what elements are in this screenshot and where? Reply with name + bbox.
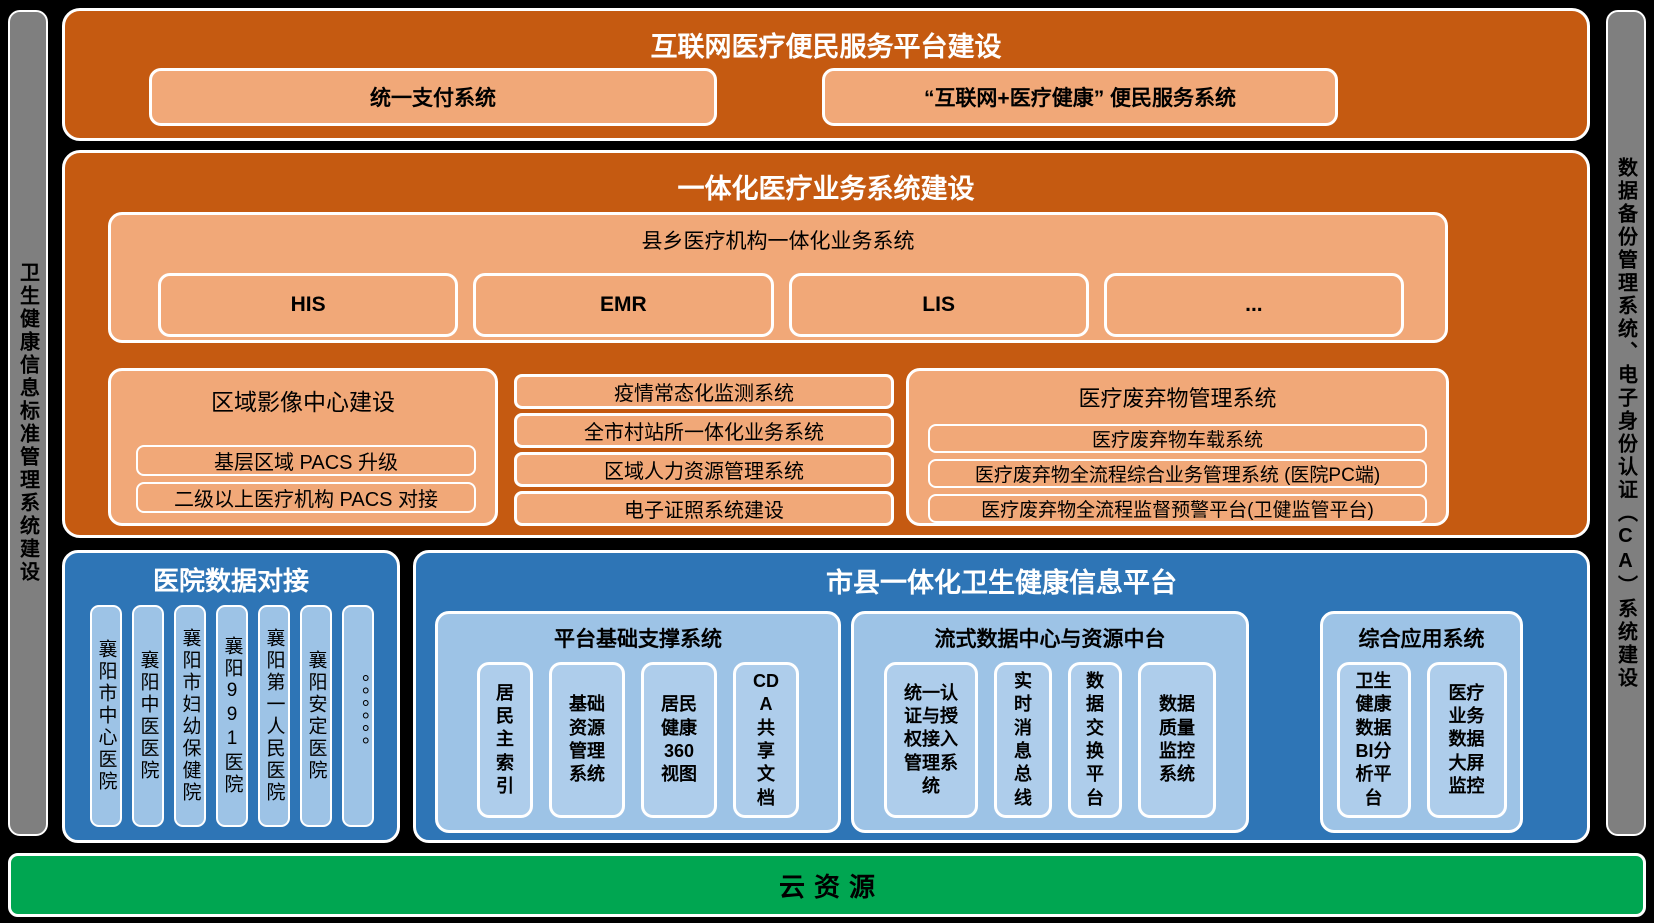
hospital-column-more: 。。。。。。 xyxy=(342,605,374,827)
hospital-columns: 襄阳市中心医院 襄阳中医医院 襄阳市妇幼保健院 襄阳991医院 襄阳第一人民医院… xyxy=(90,605,374,827)
internet-health-service-box: “互联网+医疗健康” 便民服务系统 xyxy=(822,68,1338,126)
city-county-platform-title: 市县一体化卫生健康信息平台 xyxy=(826,568,1177,598)
city-county-platform-section: 市县一体化卫生健康信息平台 平台基础支撑系统 居民主索引 基础资源管理系统 居民… xyxy=(413,550,1590,843)
epidemic-monitoring-box: 疫情常态化监测系统 xyxy=(514,374,894,409)
medical-waste-panel: 医疗废弃物管理系统 医疗废弃物车载系统 医疗废弃物全流程综合业务管理系统 (医院… xyxy=(906,368,1449,526)
big-screen-monitor-box: 医疗业务数据大屏监控 xyxy=(1426,662,1507,818)
right-backup-ca-bar: 数据备份管理系统、电子身份认证（CA）系统建设 xyxy=(1606,10,1646,836)
county-township-panel: 县乡医疗机构一体化业务系统 HIS EMR LIS ... xyxy=(108,212,1448,343)
hospital-column: 襄阳安定医院 xyxy=(300,605,332,827)
cloud-resource-bar: 云资源 xyxy=(8,853,1646,917)
county-systems-row: HIS EMR LIS ... xyxy=(158,273,1404,337)
left-standard-system-bar: 卫生健康信息标准管理系统建设 xyxy=(8,10,48,836)
emr-box: EMR xyxy=(473,273,774,337)
imaging-center-panel: 区域影像中心建设 基层区域 PACS 升级 二级以上医疗机构 PACS 对接 xyxy=(108,368,498,526)
master-patient-index-box: 居民主索引 xyxy=(477,662,533,818)
ellipsis-box: ... xyxy=(1103,273,1404,337)
pacs-upgrade-box: 基层区域 PACS 升级 xyxy=(136,445,476,476)
group-title: 流式数据中心与资源中台 xyxy=(934,628,1166,651)
hospital-column: 襄阳中医医院 xyxy=(132,605,164,827)
unified-auth-box: 统一认证与授权接入管理系统 xyxy=(884,662,978,818)
internet-platform-title: 互联网医疗便民服务平台建设 xyxy=(650,32,1002,62)
imaging-center-title: 区域影像中心建设 xyxy=(211,389,395,415)
realtime-message-bus-box: 实时消息总线 xyxy=(994,662,1052,818)
hospital-column: 襄阳市中心医院 xyxy=(90,605,122,827)
cda-shared-doc-box: CDA共享文档 xyxy=(733,662,799,818)
hr-management-box: 区域人力资源管理系统 xyxy=(514,452,894,487)
resident-health-360-box: 居民健康360视图 xyxy=(641,662,717,818)
internet-platform-section: 互联网医疗便民服务平台建设 统一支付系统 “互联网+医疗健康” 便民服务系统 xyxy=(62,8,1590,141)
group-items: 卫生健康数据BI分析平台 医疗业务数据大屏监控 xyxy=(1323,662,1520,818)
bi-analysis-box: 卫生健康数据BI分析平台 xyxy=(1336,662,1411,818)
integrated-medical-title: 一体化医疗业务系统建设 xyxy=(677,174,975,204)
his-box: HIS xyxy=(158,273,459,337)
pacs-connect-box: 二级以上医疗机构 PACS 对接 xyxy=(136,482,476,513)
hospital-column: 襄阳991医院 xyxy=(216,605,248,827)
comprehensive-apps-group: 综合应用系统 卫生健康数据BI分析平台 医疗业务数据大屏监控 xyxy=(1320,611,1523,833)
unified-payment-box: 统一支付系统 xyxy=(149,68,717,126)
hospital-integration-section: 医院数据对接 襄阳市中心医院 襄阳中医医院 襄阳市妇幼保健院 襄阳991医院 襄… xyxy=(62,550,400,843)
hospital-integration-title: 医院数据对接 xyxy=(152,566,309,596)
e-license-box: 电子证照系统建设 xyxy=(514,491,894,526)
integrated-medical-section: 一体化医疗业务系统建设 县乡医疗机构一体化业务系统 HIS EMR LIS ..… xyxy=(62,150,1590,538)
hospital-column: 襄阳第一人民医院 xyxy=(258,605,290,827)
group-items: 居民主索引 基础资源管理系统 居民健康360视图 CDA共享文档 xyxy=(438,662,838,818)
streaming-data-center-group: 流式数据中心与资源中台 统一认证与授权接入管理系统 实时消息总线 数据交换平台 … xyxy=(851,611,1249,833)
medical-waste-title: 医疗废弃物管理系统 xyxy=(1078,386,1277,411)
platform-base-support-group: 平台基础支撑系统 居民主索引 基础资源管理系统 居民健康360视图 CDA共享文… xyxy=(435,611,841,833)
village-station-box: 全市村站所一体化业务系统 xyxy=(514,413,894,448)
lis-box: LIS xyxy=(788,273,1089,337)
group-title: 平台基础支撑系统 xyxy=(554,628,722,651)
data-exchange-box: 数据交换平台 xyxy=(1068,662,1122,818)
left-bar-label: 卫生健康信息标准管理系统建设 xyxy=(16,262,39,584)
hospital-column: 襄阳市妇幼保健院 xyxy=(174,605,206,827)
waste-business-box: 医疗废弃物全流程综合业务管理系统 (医院PC端) xyxy=(928,459,1427,488)
base-resource-mgmt-box: 基础资源管理系统 xyxy=(549,662,625,818)
group-items: 统一认证与授权接入管理系统 实时消息总线 数据交换平台 数据质量监控系统 xyxy=(854,662,1246,818)
waste-supervision-box: 医疗废弃物全流程监督预警平台(卫健监管平台) xyxy=(928,494,1427,523)
waste-vehicle-box: 医疗废弃物车载系统 xyxy=(928,424,1427,453)
data-quality-monitor-box: 数据质量监控系统 xyxy=(1138,662,1216,818)
county-township-title: 县乡医疗机构一体化业务系统 xyxy=(641,230,915,253)
group-title: 综合应用系统 xyxy=(1358,628,1485,651)
right-bar-label: 数据备份管理系统、电子身份认证（CA）系统建设 xyxy=(1614,156,1637,690)
